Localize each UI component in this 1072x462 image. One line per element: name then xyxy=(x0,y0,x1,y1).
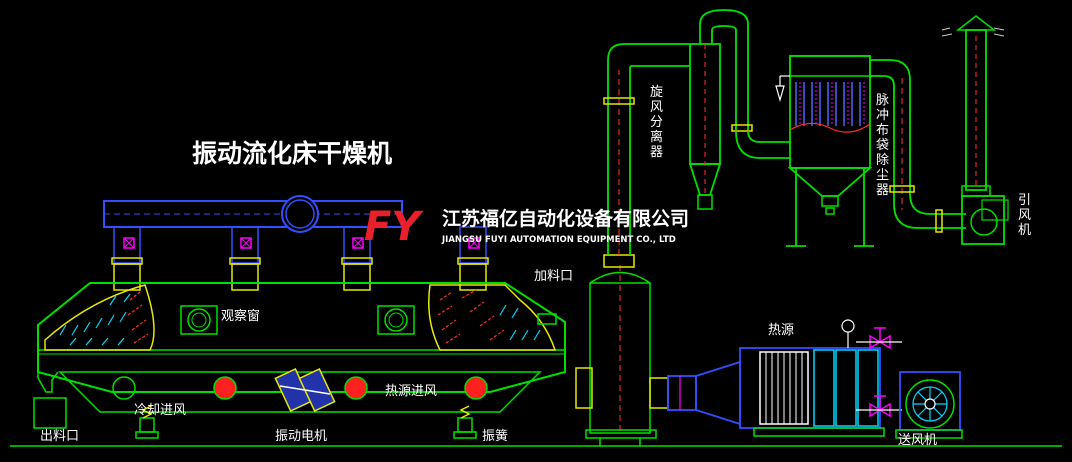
label-feed-inlet: 加料口 xyxy=(534,269,573,284)
damper-valve-2 xyxy=(240,237,252,249)
label-spring: 振簧 xyxy=(482,428,508,444)
hot-air-port-3 xyxy=(464,376,488,400)
damper-valve-4 xyxy=(468,237,480,249)
label-vibration-motor: 振动电机 xyxy=(275,429,327,444)
company-name-cn: 江苏福亿自动化设备有限公司 xyxy=(442,207,689,230)
labels: 观察窗 冷却进风 热源进风 出料口 振动电机 振簧 加料口 热源 送风机 旋风分… xyxy=(40,85,1031,448)
company-logo: FY 江苏福亿自动化设备有限公司 JIANGSU FUYI AUTOMATION… xyxy=(364,204,689,250)
blower-fan xyxy=(895,371,963,439)
label-induced-fan: 引风机 xyxy=(1018,193,1031,238)
diagram-title: 振动流化床干燥机 xyxy=(192,139,392,168)
label-outlet: 出料口 xyxy=(40,429,79,444)
label-cooling-air-inlet: 冷却进风 xyxy=(134,403,186,418)
dryer-feed-port xyxy=(537,313,557,325)
hot-air-port-1 xyxy=(213,376,237,400)
observation-window-left xyxy=(180,305,218,335)
logo-mark: FY xyxy=(364,204,424,250)
hot-air-port-2 xyxy=(344,376,368,400)
label-bag-filter: 脉冲布袋除尘器 xyxy=(876,93,889,198)
outlet-bin xyxy=(33,397,67,429)
company-name-en: JIANGSU FUYI AUTOMATION EQUIPMENT CO., L… xyxy=(441,235,676,245)
pulse-bag-filter xyxy=(775,55,874,247)
filter-to-fan-duct xyxy=(870,59,966,233)
observation-window-right xyxy=(377,305,415,335)
label-cyclone: 旋风分离器 xyxy=(650,85,663,160)
feed-column-motor xyxy=(575,367,593,409)
damper-valve-1 xyxy=(123,237,135,249)
outlet-chute xyxy=(37,360,59,393)
damper-valve-3 xyxy=(352,237,364,249)
heat-exchanger-assembly xyxy=(667,319,902,437)
cyclone-to-filter-duct xyxy=(735,130,790,159)
label-heat-source: 热源 xyxy=(768,323,794,338)
vibration-motors xyxy=(274,368,336,412)
dryer-to-cyclone-duct xyxy=(603,43,690,255)
cyclone-separator xyxy=(688,9,753,210)
induced-draft-fan xyxy=(941,15,1009,245)
label-observation-window: 观察窗 xyxy=(221,308,260,324)
label-blower: 送风机 xyxy=(898,433,937,448)
cooling-air-port xyxy=(112,376,136,400)
label-hot-air-inlet: 热源进风 xyxy=(385,384,437,399)
vibrating-fluid-bed-dryer xyxy=(10,282,1062,447)
spring-supports xyxy=(135,405,477,439)
header-duct-outlet xyxy=(281,195,319,233)
branch-pipes xyxy=(111,226,489,291)
